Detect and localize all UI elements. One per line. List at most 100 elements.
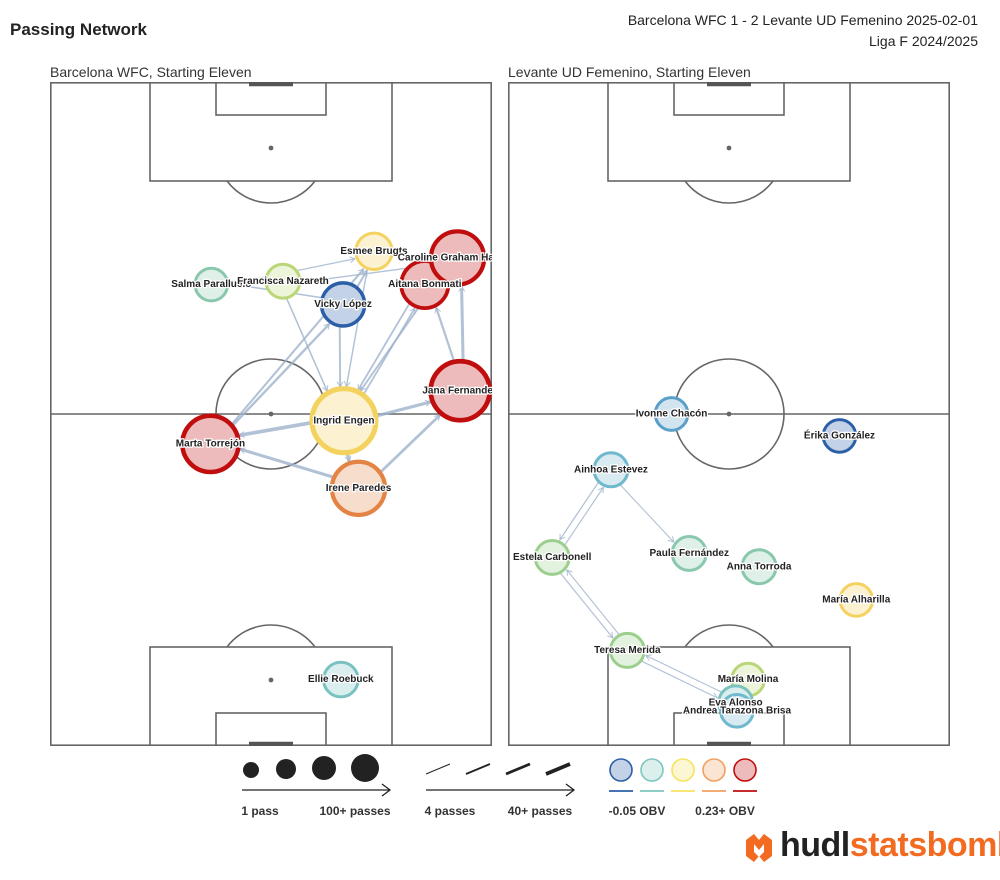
player-node <box>719 692 755 729</box>
player-label: Salma Paralluelo <box>171 279 251 290</box>
player-label: Eva Alonso <box>709 697 763 708</box>
pass-link <box>345 268 369 387</box>
panel-title-home: Barcelona WFC, Starting Eleven <box>50 64 252 80</box>
six-yard-box <box>215 82 327 116</box>
penalty-box <box>149 646 393 746</box>
player-node <box>533 538 571 576</box>
six-yard-box <box>215 712 327 746</box>
legend-obv-swatch <box>640 758 664 782</box>
legend-width-line <box>425 763 451 775</box>
pass-link-arrowhead <box>409 307 416 315</box>
legend-obv-max: 0.23+ OBV <box>695 804 755 818</box>
player-node <box>740 548 778 586</box>
player-label: Aitana Bonmati <box>388 279 462 290</box>
match-info: Barcelona WFC 1 - 2 Levante UD Femenino … <box>628 10 978 52</box>
player-node <box>309 386 379 456</box>
player-label: Ellie Roebuck <box>308 674 374 685</box>
legend-width: 4 passes 40+ passes <box>425 762 576 818</box>
legend-size: 1 pass 100+ passes <box>241 754 392 818</box>
brand-hudl: hudl <box>780 826 850 864</box>
player-label: Ingrid Engen <box>313 415 374 426</box>
penalty-box <box>607 646 851 746</box>
pass-link-arrowhead <box>645 654 652 661</box>
pass-link <box>239 420 313 438</box>
legend-size-dot <box>276 759 296 779</box>
legend-obv-swatch <box>609 758 633 782</box>
pass-link-arrowhead <box>349 256 356 264</box>
legend-obv-swatch <box>702 758 726 782</box>
penalty-arc <box>684 624 774 648</box>
player-node <box>319 281 367 328</box>
legend-size-dot <box>351 754 379 782</box>
player-label: Estela Carbonell <box>513 552 592 563</box>
pass-link <box>375 400 431 418</box>
centre-spot <box>726 411 732 417</box>
pass-link-arrowhead <box>566 569 573 576</box>
pass-link <box>564 487 604 546</box>
legend-width-line <box>465 763 491 775</box>
legend-size-dot <box>312 756 336 780</box>
pass-link-arrowhead <box>711 692 718 699</box>
player-label: Jana Fernandez <box>422 385 492 396</box>
legend-size-max: 100+ passes <box>319 804 390 818</box>
penalty-box <box>149 82 393 182</box>
pass-link-arrowhead <box>323 323 331 330</box>
page-title: Passing Network <box>10 20 147 39</box>
pass-link-arrowhead <box>458 285 466 292</box>
player-label: Esmee Brugts <box>340 246 408 257</box>
player-label: Teresa Merida <box>594 645 661 656</box>
legend-obv-min: -0.05 OBV <box>609 804 666 818</box>
hudl-icon <box>746 834 772 862</box>
pass-link-arrowhead <box>597 486 604 494</box>
brand-statsbomb: statsbomb <box>849 826 1000 864</box>
pass-link-arrowhead <box>607 631 614 639</box>
legend-width-arrowhead <box>565 783 576 797</box>
legend-width-line <box>505 762 531 776</box>
player-label: Érika González <box>804 429 875 442</box>
pass-link <box>619 484 675 543</box>
pass-link <box>231 323 331 427</box>
legend-width-max: 40+ passes <box>508 804 573 818</box>
pass-link <box>640 660 718 699</box>
pass-link-arrowhead <box>667 536 675 543</box>
legend-width-min: 4 passes <box>425 804 476 818</box>
penalty-arc <box>684 180 774 204</box>
player-node <box>592 451 630 489</box>
player-node <box>193 266 230 303</box>
player-node <box>428 358 492 423</box>
player-label: María Molina <box>718 674 779 685</box>
player-node <box>653 396 690 432</box>
pass-link <box>435 307 456 363</box>
player-node <box>264 262 302 300</box>
pass-link <box>559 572 614 639</box>
match-line: Barcelona WFC 1 - 2 Levante UD Femenino … <box>627 12 978 28</box>
pitch-markings <box>508 82 950 746</box>
penalty-spot <box>726 145 732 151</box>
player-nodes <box>180 229 492 699</box>
legend-obv-swatch <box>733 758 757 782</box>
pass-link <box>645 655 723 693</box>
penalty-arc <box>226 624 316 648</box>
penalty-box <box>607 82 851 182</box>
legend-width-line <box>545 762 571 776</box>
pass-link-arrowhead <box>559 533 566 541</box>
player-node <box>180 413 241 475</box>
player-label: Vicky López <box>314 299 372 310</box>
player-label: Anna Torroda <box>727 561 792 572</box>
pass-link <box>566 569 620 636</box>
six-yard-box <box>673 82 785 116</box>
player-node <box>354 231 394 272</box>
player-node <box>329 459 388 518</box>
penalty-arc <box>226 180 316 204</box>
pass-link <box>362 307 416 396</box>
player-label: Francisca Nazareth <box>237 276 329 287</box>
pass-link <box>285 297 328 392</box>
brand-wordmark: hudlstatsbomb <box>780 826 1000 865</box>
player-node <box>428 229 487 287</box>
centre-spot <box>268 411 274 417</box>
player-label: Caroline Graham Hansen <box>398 253 492 264</box>
pass-link <box>239 447 335 479</box>
pass-links <box>559 481 723 699</box>
